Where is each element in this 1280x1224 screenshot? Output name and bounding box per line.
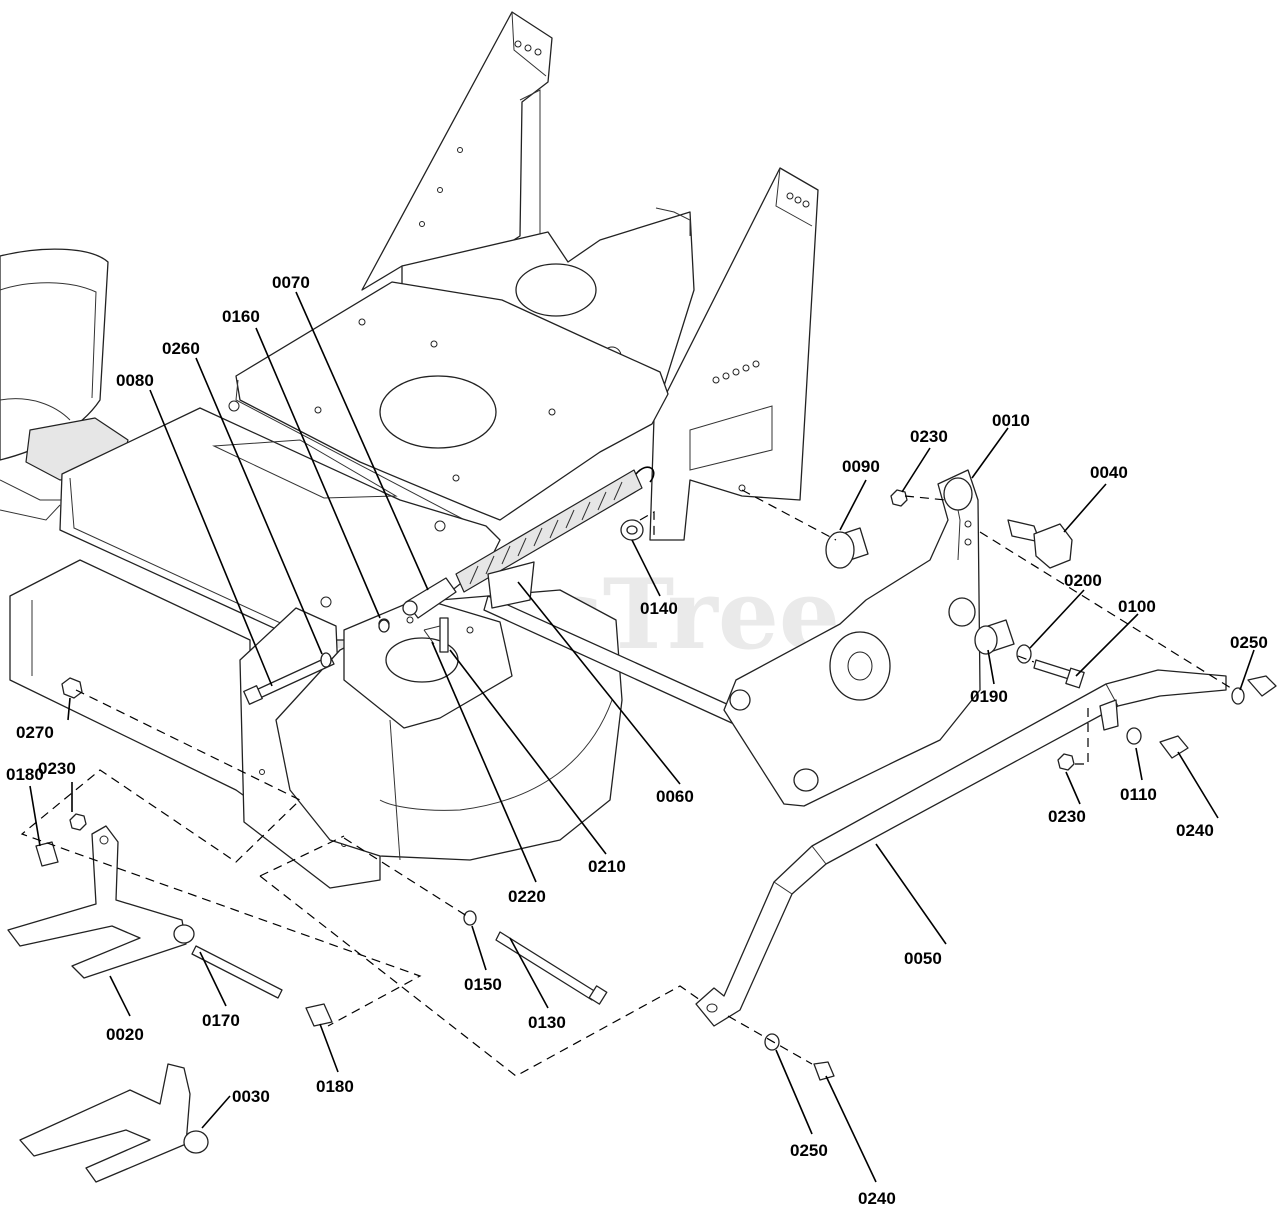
bushing-0090 <box>825 527 869 569</box>
callout-0020: 0020 <box>106 1025 144 1044</box>
nut-0230-upper <box>890 489 908 507</box>
callout-0210: 0210 <box>588 857 626 876</box>
callout-0180: 0180 <box>316 1077 354 1096</box>
callout-0030: 0030 <box>232 1087 270 1106</box>
hardware-lever-lower <box>764 1033 835 1081</box>
callout-0060: 0060 <box>656 787 694 806</box>
callout-0010: 0010 <box>992 411 1030 430</box>
bushing-0190 <box>974 619 1015 655</box>
bushing-0180 <box>35 841 333 1027</box>
drive-housing <box>275 589 623 861</box>
pivot-shaft <box>483 561 741 725</box>
washer-0200 <box>1016 644 1032 664</box>
callout-0070: 0070 <box>272 273 310 292</box>
callout-0230: 0230 <box>38 759 76 778</box>
callout-0150: 0150 <box>464 975 502 994</box>
main-frame <box>9 11 819 889</box>
callout-0240: 0240 <box>1176 821 1214 840</box>
nut-0270 <box>61 677 83 699</box>
callout-0250: 0250 <box>790 1141 828 1160</box>
pin-0170 <box>191 945 283 999</box>
callout-0100: 0100 <box>1118 597 1156 616</box>
lever-0050 <box>695 669 1227 1027</box>
callout-0050: 0050 <box>904 949 942 968</box>
callout-0090: 0090 <box>842 457 880 476</box>
callout-0270: 0270 <box>16 723 54 742</box>
assembly-lines <box>20 489 1235 1077</box>
washer-0150 <box>463 910 477 926</box>
callout-0230: 0230 <box>1048 807 1086 826</box>
callout-0250: 0250 <box>1230 633 1268 652</box>
leader-lines <box>29 291 1255 1183</box>
callout-0240: 0240 <box>858 1189 896 1208</box>
nut-0140 <box>620 519 644 541</box>
bracket-0030 <box>19 1063 209 1183</box>
bracket-0020 <box>7 825 195 979</box>
callout-0040: 0040 <box>1090 463 1128 482</box>
seat-assembly <box>0 248 129 521</box>
tension-spring <box>378 466 655 630</box>
fitting-0040 <box>1007 519 1073 569</box>
callout-0220: 0220 <box>508 887 546 906</box>
callout-0260: 0260 <box>162 339 200 358</box>
callout-labels: 0070 0160 0260 0080 0010 0230 0090 0040 … <box>6 273 1268 1208</box>
pivot-arm-0010 <box>723 469 981 807</box>
bolt-0100 <box>1033 659 1085 689</box>
callout-0110: 0110 <box>1120 785 1157 804</box>
callout-0190: 0190 <box>970 687 1008 706</box>
callout-0170: 0170 <box>202 1011 240 1030</box>
callout-0130: 0130 <box>528 1013 566 1032</box>
hardware-lever-right <box>1057 675 1277 771</box>
nut-0230-left <box>69 813 87 831</box>
callout-0200: 0200 <box>1064 571 1102 590</box>
bolt-0080 <box>243 619 390 705</box>
callout-0140: 0140 <box>640 599 678 618</box>
pin-0210-0220 <box>423 617 449 653</box>
callout-0180: 0180 <box>6 765 44 784</box>
callout-0160: 0160 <box>222 307 260 326</box>
callout-0080: 0080 <box>116 371 154 390</box>
callout-0230: 0230 <box>910 427 948 446</box>
bolt-0130 <box>495 931 608 1005</box>
